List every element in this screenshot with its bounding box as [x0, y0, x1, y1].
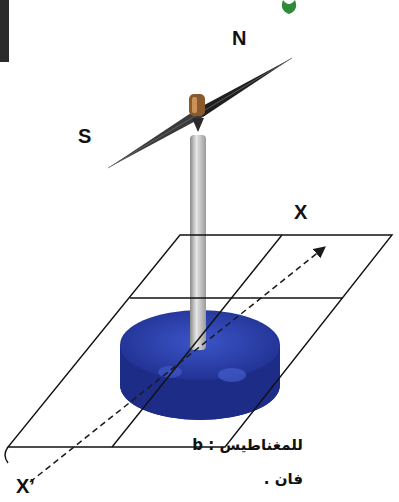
- caption-fragment: للمغناطيس : b: [192, 436, 303, 454]
- pillar: [190, 135, 206, 350]
- caption-fragment: فان .: [264, 470, 303, 488]
- ornament: [282, 0, 296, 14]
- pole-label: S: [78, 124, 91, 148]
- pivot: [189, 94, 205, 132]
- magnetic-needle: [108, 58, 292, 168]
- axis-label: X’: [16, 474, 35, 498]
- axis-line: [30, 247, 325, 482]
- plane: [5, 235, 392, 463]
- edge-mark: [0, 0, 9, 62]
- axis-label: X: [294, 200, 307, 224]
- pole-label: N: [232, 26, 246, 50]
